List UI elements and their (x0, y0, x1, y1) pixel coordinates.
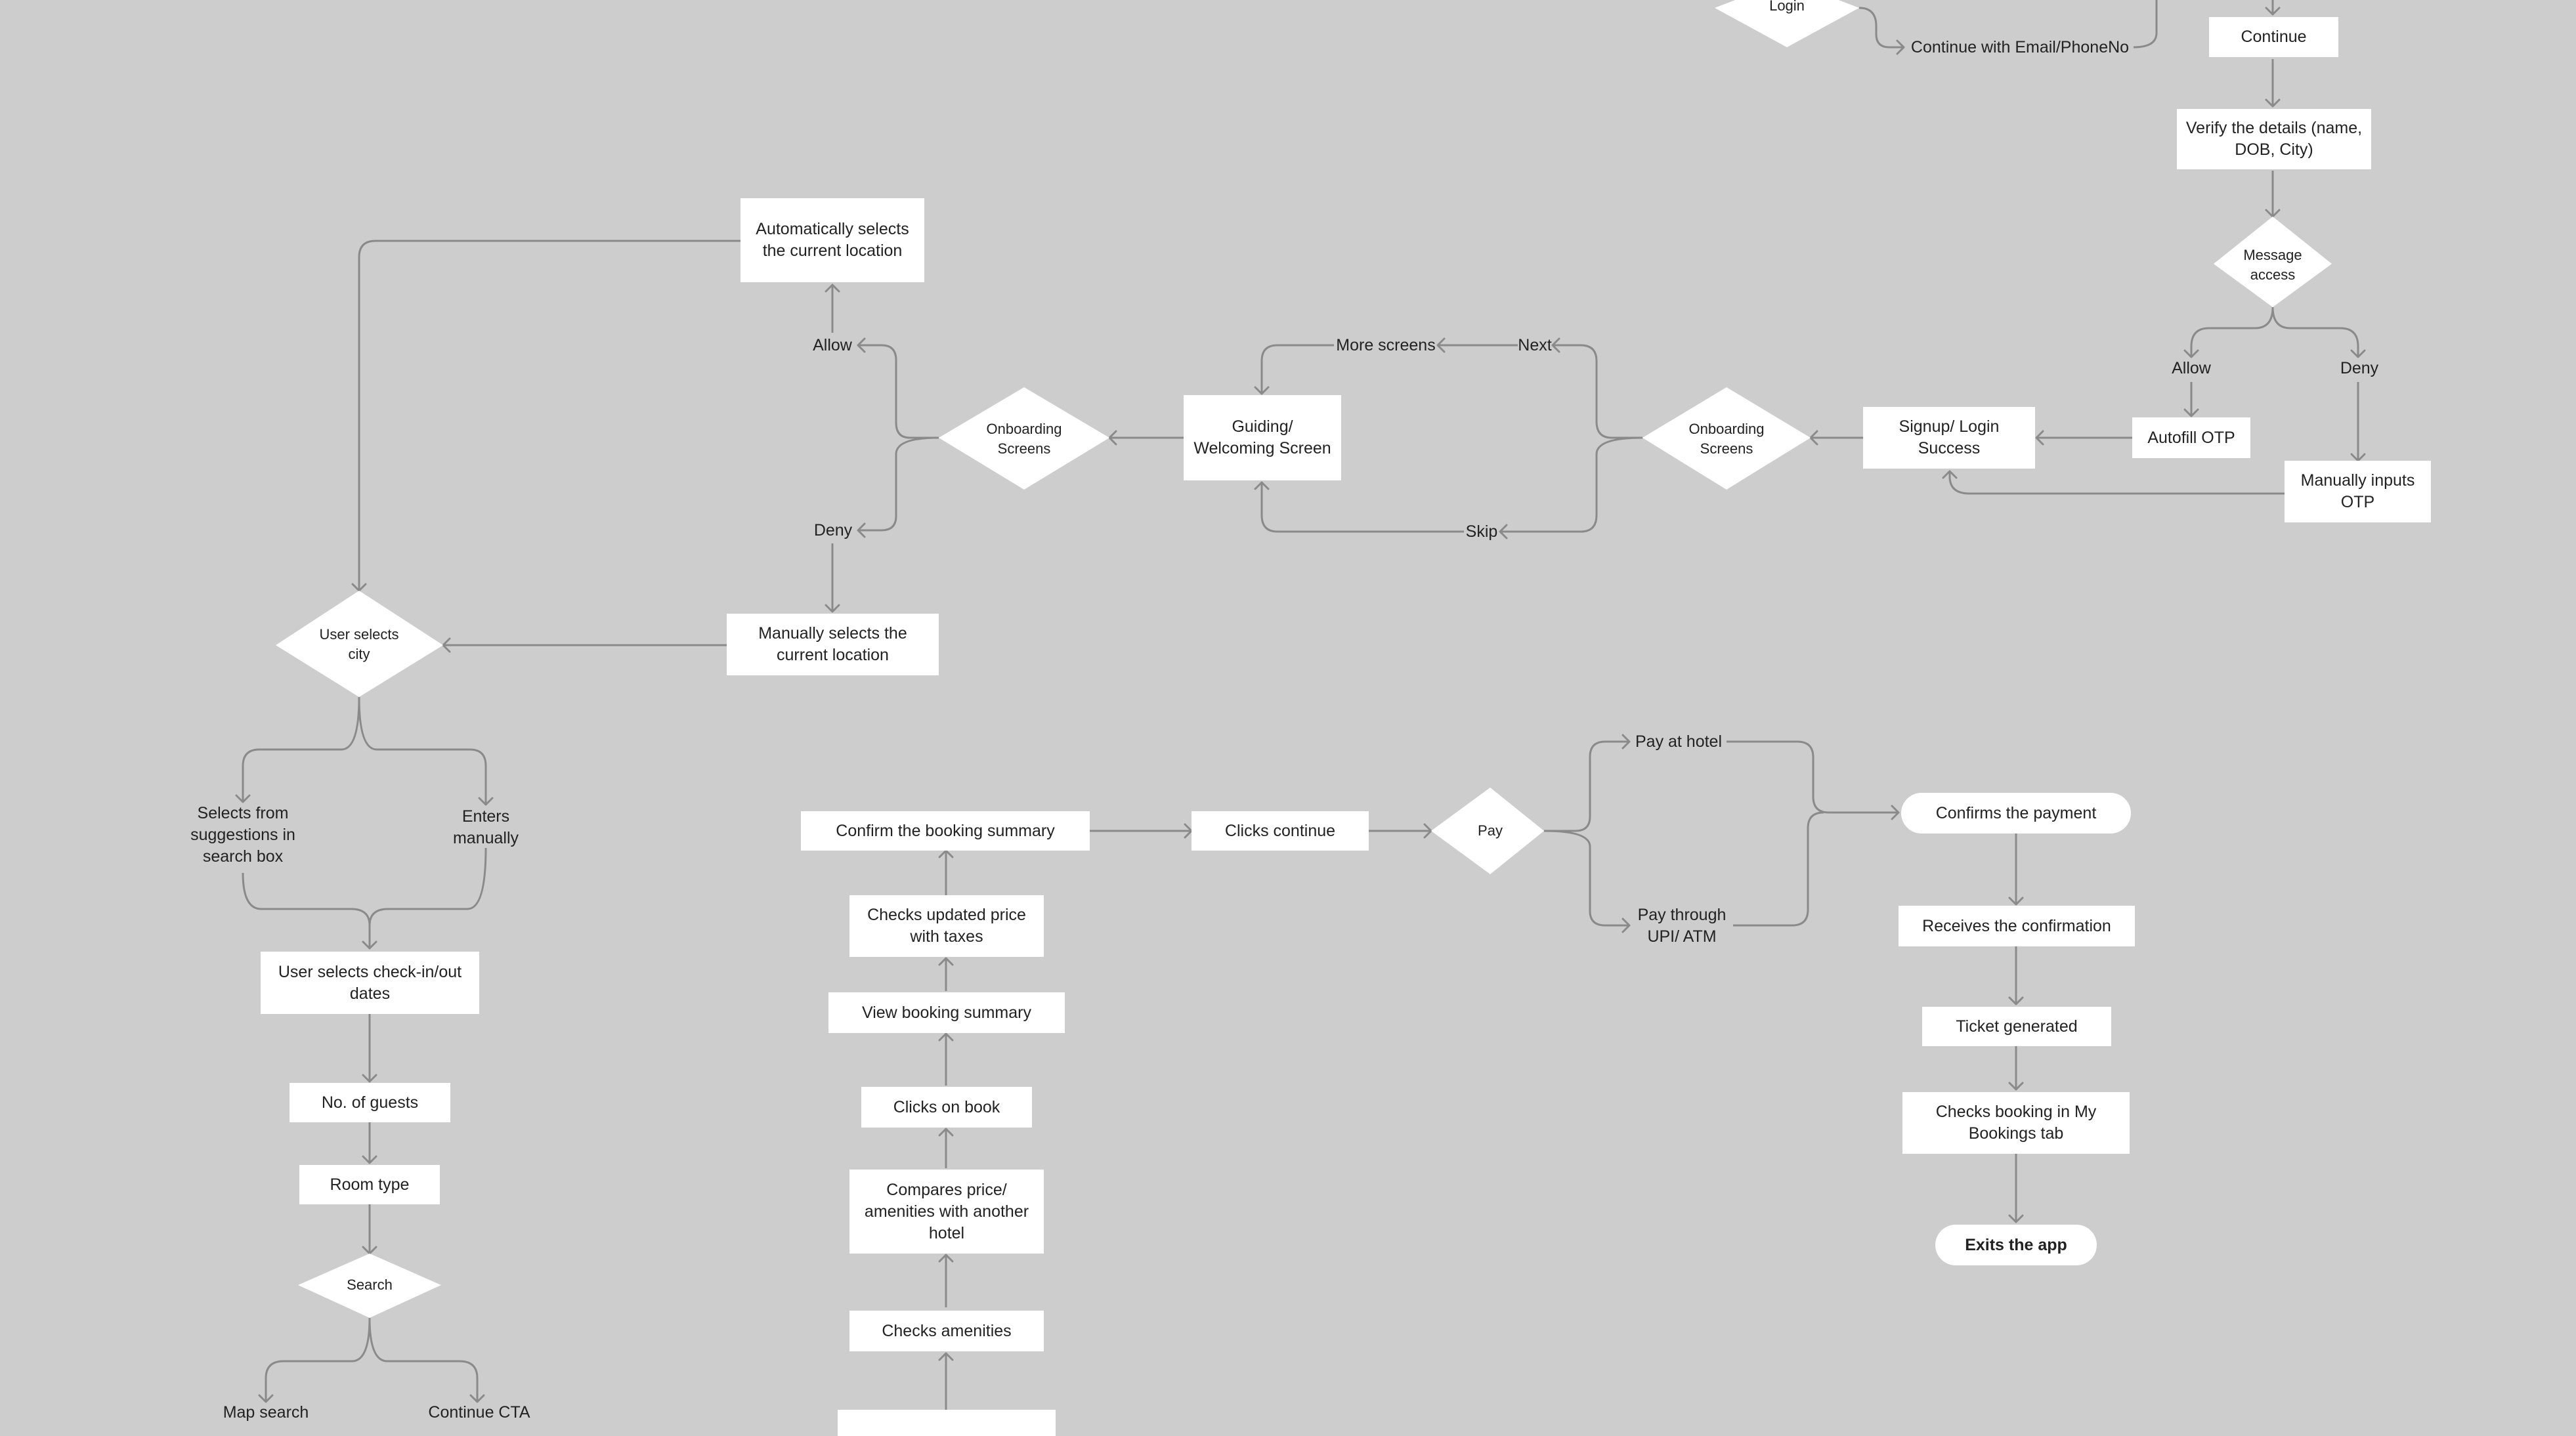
connector-skip-guiding (1260, 482, 1464, 533)
diamond-pay (1431, 788, 1544, 874)
exits-app-pill: Exits the app (1935, 1225, 2097, 1265)
label-deny-message: Deny (2340, 359, 2379, 377)
label-search: Search (347, 1277, 393, 1293)
connector-more-guiding (1260, 344, 1334, 394)
connector-email-continue (2133, 0, 2158, 49)
confirms-payment-pill: Confirms the payment (1901, 793, 2131, 834)
checks-booking-box: Checks booking in My Bookings tab (1902, 1092, 2130, 1154)
connector-auto-city (358, 240, 741, 591)
label-pay-upi: Pay through UPI/ ATM (1637, 906, 1727, 946)
connector-city-suggestions (242, 696, 360, 802)
checks-amenities-box: Checks amenities (849, 1311, 1044, 1351)
checks-updated-price-box: Checks updated price with taxes (849, 895, 1044, 957)
manual-location-box: Manually selects the current location (727, 614, 939, 675)
connector-login-email (1858, 7, 1904, 49)
room-type-box: Room type (299, 1165, 440, 1204)
connector-onboarding-next (1553, 344, 1642, 439)
decision-diamonds (276, 0, 2332, 1318)
label-next: Next (1518, 336, 1552, 354)
label-deny-location: Deny (813, 521, 853, 539)
diamond-onboarding-left (939, 387, 1109, 490)
connector-search-map (265, 1317, 371, 1402)
label-continue-email: Continue with Email/PhoneNo (1910, 38, 2130, 56)
label-enters-manually: Enters manually (452, 807, 519, 847)
connector-suggestions-dates (242, 872, 371, 948)
connector-upi-confirms (1733, 811, 1824, 927)
receives-confirmation-box: Receives the confirmation (1899, 906, 2135, 946)
diamond-message-access (2214, 217, 2332, 307)
connector-message-allow (2190, 306, 2274, 357)
diamond-search (298, 1254, 441, 1318)
diamond-onboarding-right (1642, 387, 1811, 490)
connector-city-manually (358, 696, 487, 805)
connector-hotel-confirms (1727, 740, 1899, 814)
connector-onboarding-allow (858, 344, 939, 439)
hidden-step-box (838, 1410, 1056, 1436)
connector-manually-dates (368, 847, 487, 926)
verify-details-box: Verify the details (name, DOB, City) (2177, 109, 2371, 169)
connector-pay-upi (1543, 830, 1629, 927)
auto-location-box: Automatically selects the current locati… (741, 198, 924, 282)
check-dates-box: User selects check-in/out dates (261, 952, 479, 1014)
compares-price-box: Compares price/ amenities with another h… (849, 1170, 1044, 1254)
connector-search-cta (368, 1317, 479, 1402)
connector-onboarding-skip (1500, 436, 1643, 533)
ticket-generated-box: Ticket generated (1922, 1007, 2111, 1046)
connector-message-deny (2271, 306, 2359, 357)
confirm-summary-box: Confirm the booking summary (801, 811, 1090, 851)
diamond-login (1715, 0, 1859, 47)
continue-box: Continue (2209, 17, 2338, 57)
label-skip: Skip (1465, 522, 1498, 541)
clicks-continue-box: Clicks continue (1191, 811, 1369, 851)
connector-onboarding-deny (858, 436, 939, 532)
label-more-screens: More screens (1336, 336, 1436, 354)
label-selects-suggestions: Selects from suggestions in search box (190, 803, 295, 866)
manually-inputs-otp-box: Manually inputs OTP (2285, 461, 2431, 522)
diamond-user-selects-city (276, 591, 443, 697)
label-pay: Pay (1478, 822, 1503, 839)
label-user-selects-city: User selects city (319, 626, 399, 662)
label-message-access: Message access (2243, 247, 2302, 283)
label-pay-hotel: Pay at hotel (1635, 732, 1723, 751)
arrowheads (235, 7, 2366, 1403)
label-allow-message: Allow (2172, 359, 2211, 377)
label-allow-location: Allow (813, 336, 852, 354)
label-onboarding-left: Onboarding Screens (986, 421, 1062, 457)
label-continue-cta: Continue CTA (428, 1403, 530, 1422)
label-map-search: Map search (223, 1403, 309, 1422)
autofill-otp-box: Autofill OTP (2132, 417, 2250, 458)
connector-pay-hotel (1544, 740, 1629, 832)
view-summary-box: View booking summary (828, 992, 1065, 1033)
signup-success-box: Signup/ Login Success (1863, 407, 2035, 469)
clicks-book-box: Clicks on book (861, 1087, 1032, 1128)
label-onboarding-right: Onboarding Screens (1688, 421, 1765, 457)
label-login: Login (1769, 0, 1805, 14)
no-guests-box: No. of guests (290, 1083, 450, 1122)
guiding-screen-box: Guiding/ Welcoming Screen (1184, 395, 1341, 480)
connector-manual-success (1948, 471, 2285, 495)
